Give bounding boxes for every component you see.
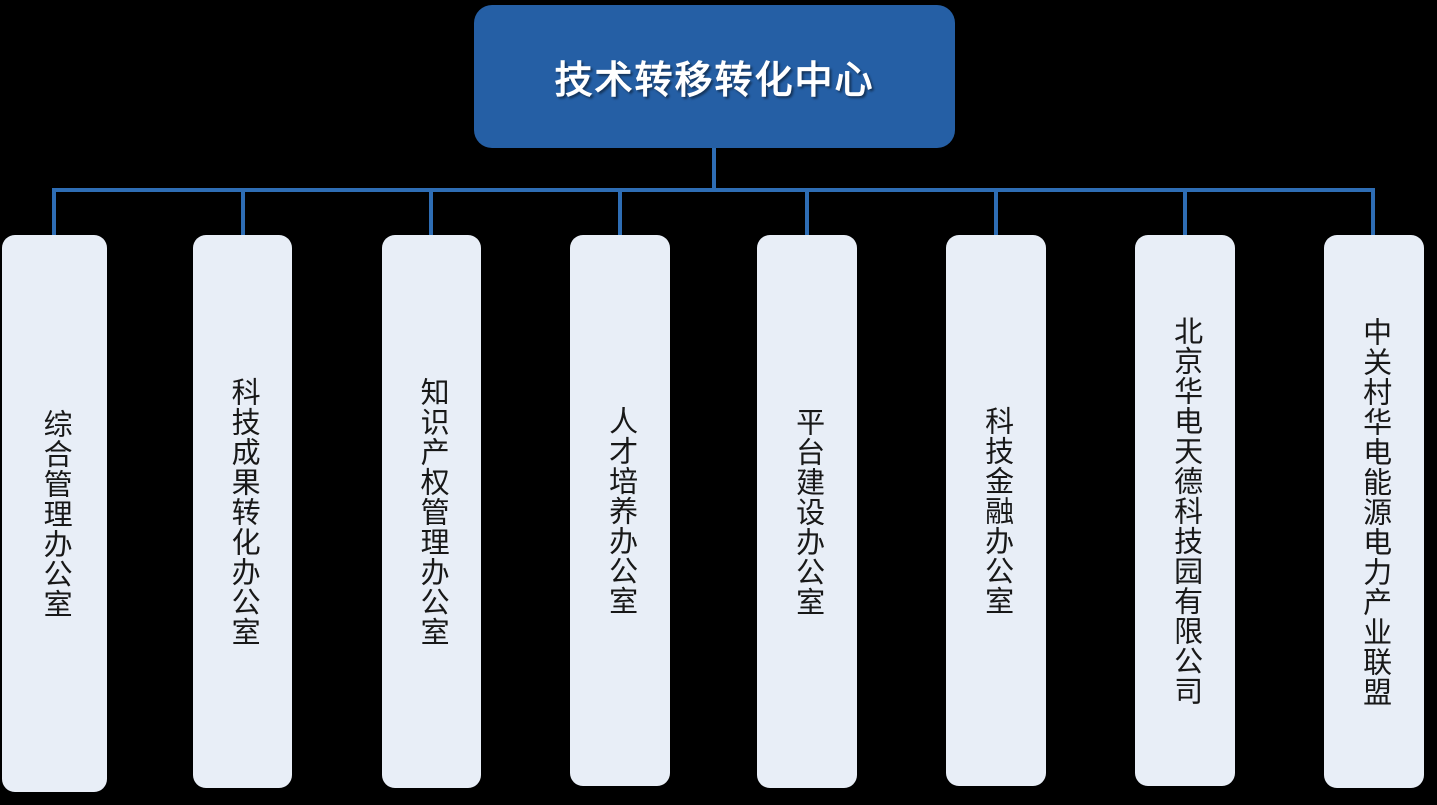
child-drop-connector-6 xyxy=(994,188,998,236)
child-node-tech-achievement-transformation-office[interactable]: 科技成果转化办公室 xyxy=(193,235,292,788)
child-drop-connector-2 xyxy=(241,188,245,236)
child-node-label: 科技成果转化办公室 xyxy=(227,376,260,647)
child-node-label: 平台建设办公室 xyxy=(791,406,824,617)
child-drop-connector-8 xyxy=(1371,188,1375,236)
child-node-label: 人才培养办公室 xyxy=(604,405,637,616)
child-node-technology-finance-office[interactable]: 科技金融办公室 xyxy=(946,235,1046,786)
child-node-label: 综合管理办公室 xyxy=(39,408,72,619)
child-node-beijing-huadian-tiande-science-park[interactable]: 北京华电天德科技园有限公司 xyxy=(1135,235,1235,786)
child-drop-connector-5 xyxy=(805,188,809,236)
horizontal-bus-connector xyxy=(52,188,1375,192)
child-node-zhongguancun-huadian-energy-power-industry-alliance[interactable]: 中关村华电能源电力产业联盟 xyxy=(1324,235,1424,788)
child-node-platform-construction-office[interactable]: 平台建设办公室 xyxy=(757,235,857,788)
child-node-intellectual-property-management-office[interactable]: 知识产权管理办公室 xyxy=(382,235,481,788)
child-node-general-management-office[interactable]: 综合管理办公室 xyxy=(2,235,107,792)
root-node-label: 技术转移转化中心 xyxy=(554,60,875,102)
root-connector-stub xyxy=(712,148,716,192)
child-node-label: 科技金融办公室 xyxy=(980,405,1013,616)
root-node-technology-transfer-center[interactable]: 技术转移转化中心 xyxy=(474,5,955,148)
child-drop-connector-3 xyxy=(429,188,433,236)
child-node-label: 北京华电天德科技园有限公司 xyxy=(1169,315,1202,706)
child-drop-connector-4 xyxy=(618,188,622,236)
child-drop-connector-7 xyxy=(1183,188,1187,236)
child-node-label: 中关村华电能源电力产业联盟 xyxy=(1358,316,1391,707)
child-node-talent-development-office[interactable]: 人才培养办公室 xyxy=(570,235,670,786)
child-node-label: 知识产权管理办公室 xyxy=(416,376,449,647)
child-drop-connector-1 xyxy=(52,188,56,236)
